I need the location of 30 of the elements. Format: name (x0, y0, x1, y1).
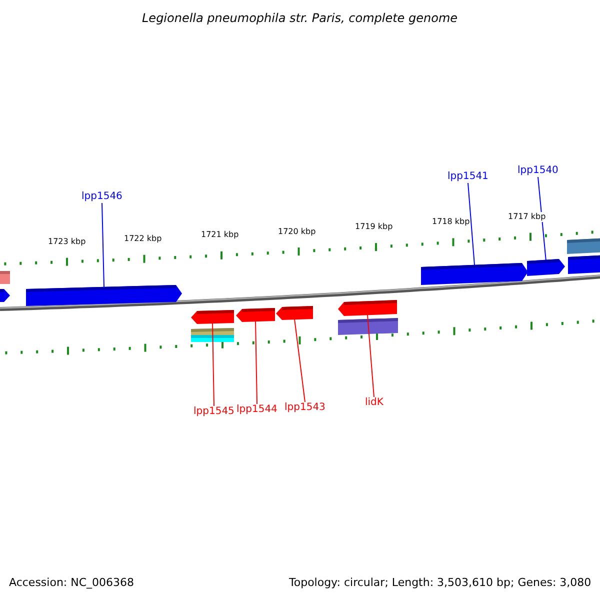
leader-line (212, 322, 214, 406)
gene-label: lpp1544 (236, 404, 278, 416)
leader-line (102, 202, 104, 288)
gene-block (527, 259, 565, 276)
gene-label: lidK (365, 397, 384, 409)
leader-line (538, 176, 546, 262)
genome-stats-text: Topology: circular; Length: 3,503,610 bp; Genes: 3,080 (289, 576, 592, 589)
gene-label: lpp1545 (194, 406, 234, 418)
gene-block (338, 300, 397, 316)
scale-label: 1723 kbp (48, 236, 86, 247)
scale-label: 1717 kbp (508, 212, 546, 222)
leader-line (468, 182, 475, 266)
accession-text: Accession: NC_006368 (9, 576, 134, 589)
gene-block (191, 310, 234, 324)
title: Legionella pneumophila str. Paris, complete genome (142, 11, 458, 26)
gene-label: lpp1543 (284, 402, 326, 414)
gene-block (236, 308, 275, 322)
scale-label: 1722 kbp (124, 234, 162, 244)
scale-label: 1720 kbp (278, 226, 316, 237)
gene-block (276, 306, 313, 320)
leader-line (367, 314, 374, 398)
leader-line (294, 318, 306, 402)
scale-label: 1718 kbp (432, 217, 470, 228)
scale-label: 1721 kbp (201, 230, 239, 240)
gene-label: lpp1541 (448, 171, 488, 183)
gene-label: lpp1540 (518, 165, 558, 177)
gene-label: lpp1546 (82, 191, 122, 203)
leader-line (255, 320, 258, 404)
scale-label: 1719 kbp (355, 222, 393, 232)
gene-block (26, 285, 182, 306)
